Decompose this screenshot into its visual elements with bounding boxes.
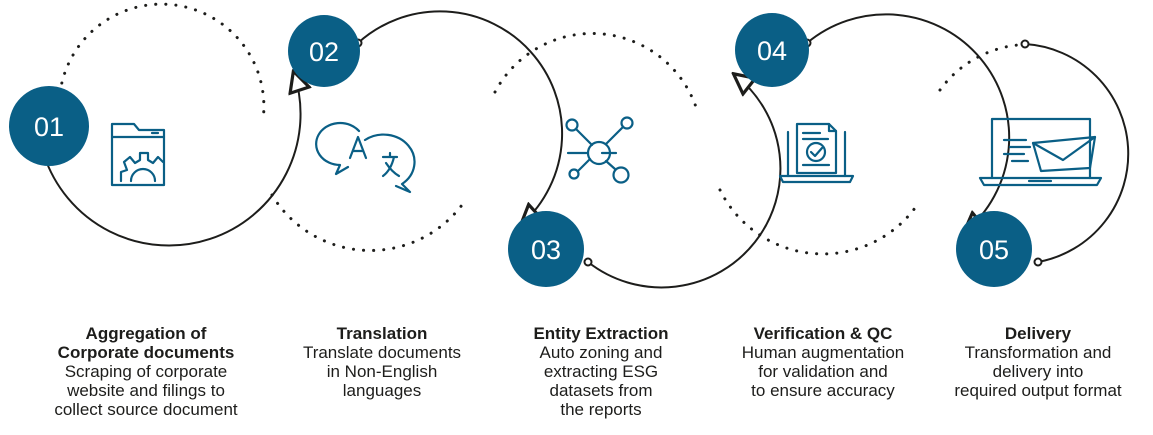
- step-description: Human augmentation for validation and to…: [741, 343, 905, 400]
- badge-number: 03: [531, 235, 561, 265]
- badge-number: 01: [34, 112, 64, 142]
- step-description: Translate documents in Non-English langu…: [302, 343, 462, 400]
- endpoint-dot: [583, 257, 593, 267]
- badge-number: 04: [757, 36, 787, 66]
- network-nodes-icon: [565, 116, 634, 184]
- circle-5-dotted-arc: [938, 43, 1020, 92]
- step-title: Verification & QC: [753, 324, 893, 343]
- laptop-email-icon: [978, 117, 1103, 187]
- laptop-document-check-icon: [778, 122, 855, 184]
- step-5-caption: Delivery Transformation and delivery int…: [924, 324, 1152, 400]
- circle-5-solid-arc: [1024, 43, 1130, 263]
- step-title: Delivery: [1004, 324, 1072, 343]
- step-1-caption: Aggregation of Corporate documents Scrap…: [1, 324, 291, 419]
- step-badge-4: 04: [735, 13, 809, 87]
- circle-3-solid-arc: [587, 75, 782, 289]
- step-title: Translation: [336, 324, 428, 343]
- step-description: Auto zoning and extracting ESG datasets …: [539, 343, 663, 419]
- circle-1-dotted-arc: [58, 2, 266, 122]
- process-diagram: 01 02 03 04 05: [9, 2, 1130, 289]
- circle-4-dotted-arc: [718, 188, 917, 256]
- translate-bubbles-icon: [315, 121, 416, 194]
- folder-gear-icon: [110, 122, 166, 187]
- step-4-caption: Verification & QC Human augmentation for…: [703, 324, 943, 400]
- badge-number: 02: [309, 37, 339, 67]
- step-badge-1: 01: [9, 86, 89, 166]
- circle-4-solid-arc: [806, 13, 1011, 232]
- circle-1-solid-arc: [43, 73, 301, 247]
- endpoint-dot: [1033, 257, 1043, 267]
- step-badge-5: 05: [956, 211, 1032, 287]
- circle-2-solid-arc: [357, 10, 564, 224]
- step-title: Aggregation of Corporate documents: [57, 324, 235, 362]
- badge-number: 05: [979, 235, 1009, 265]
- step-badge-2: 02: [288, 15, 360, 87]
- step-badge-3: 03: [508, 211, 584, 287]
- step-2-caption: Translation Translate documents in Non-E…: [262, 324, 502, 400]
- step-title: Entity Extraction: [533, 324, 669, 343]
- step-description: Scraping of corporate website and filing…: [54, 362, 238, 419]
- step-description: Transformation and delivery into require…: [954, 343, 1122, 400]
- circle-2-dotted-arc: [270, 193, 464, 252]
- step-3-caption: Entity Extraction Auto zoning and extrac…: [491, 324, 711, 419]
- endpoint-dot: [1020, 39, 1030, 49]
